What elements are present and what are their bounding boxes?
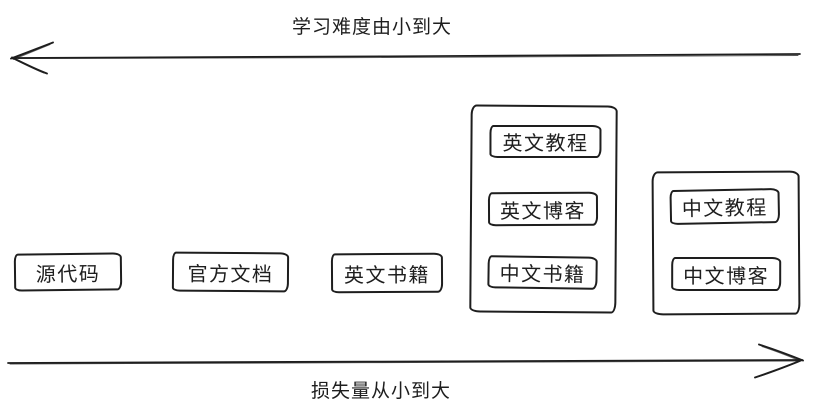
difficulty-arrow-left-icon: [10, 41, 801, 75]
group-box-right: 中文教程 中文博客: [651, 170, 801, 316]
loss-axis-label: 损失量从小到大: [311, 381, 452, 402]
node-english-books: 英文书籍: [330, 252, 444, 294]
node-official-docs: 官方文档: [171, 251, 290, 293]
difficulty-axis-label: 学习难度由小到大: [292, 17, 453, 38]
group-box-left: 英文教程 英文博客 中文书籍: [469, 104, 618, 314]
node-chinese-blogs: 中文博客: [671, 256, 782, 292]
node-chinese-tutorials: 中文教程: [669, 188, 781, 226]
loss-arrow-right-icon: [7, 343, 804, 379]
node-chinese-books: 中文书籍: [487, 255, 598, 290]
node-english-tutorials: 英文教程: [489, 124, 602, 159]
node-source-code: 源代码: [13, 252, 123, 292]
node-english-blogs: 英文博客: [487, 191, 599, 227]
